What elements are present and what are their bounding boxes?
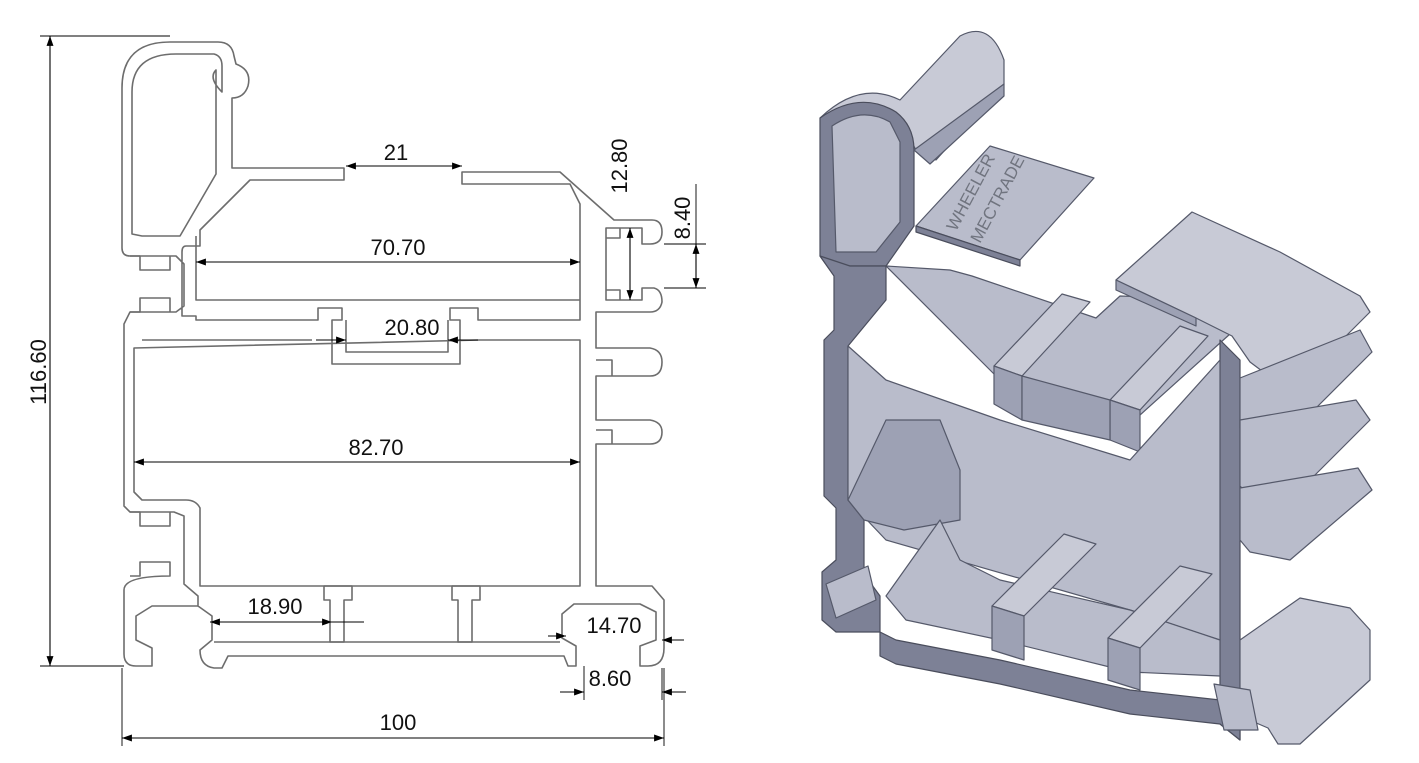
- lower-left-block: [847, 419, 961, 531]
- right-slot-top: [606, 228, 621, 300]
- overall-width-label: 100: [380, 710, 417, 735]
- right-slot-mid: [596, 359, 613, 444]
- right-slot-opening-label: 8.40: [670, 197, 695, 240]
- upper-chamber: [195, 236, 580, 301]
- right-wall: [1219, 339, 1241, 741]
- top-slot-height-label: 12.80: [607, 138, 632, 193]
- isometric-view: WHEELER MECTRADE: [819, 30, 1373, 745]
- engraved-shelf-edge: [915, 225, 1021, 267]
- base-front: [879, 631, 1241, 741]
- dimension-annotations: 116.60 100 21 12.80 8.40 70.70 20.80 82.…: [26, 35, 706, 746]
- top-gap-label: 21: [384, 140, 408, 165]
- bottom-right-slot-top: [1239, 597, 1371, 745]
- left-slot-lower: [123, 511, 198, 667]
- left-wall: [819, 255, 887, 633]
- channel-floor: [1021, 375, 1111, 441]
- bulb-side: [913, 83, 1005, 165]
- lower-inner-width-label: 82.70: [348, 435, 403, 460]
- right-roof-edge: [1115, 279, 1197, 327]
- bottom-slot-width-label: 14.70: [586, 613, 641, 638]
- center-channel-label: 20.80: [384, 315, 439, 340]
- bulb-cavity: [131, 53, 223, 237]
- bottom-slot-opening-label: 8.60: [589, 666, 632, 691]
- profile-outline: [121, 41, 665, 669]
- bottom-tbar-right: [451, 585, 481, 643]
- bulb-inner: [831, 114, 901, 253]
- bottom-left-slot-groove: [825, 565, 877, 619]
- center-channel: [345, 320, 449, 353]
- bottom-tbar-left: [323, 585, 353, 643]
- bottom-tbar-left-side: [991, 605, 1025, 661]
- left-slot-upper: [130, 255, 171, 313]
- upper-inner-width-label: 70.70: [370, 235, 425, 260]
- bottom-right-slot-groove: [1213, 683, 1259, 731]
- bottom-spacing-label: 18.90: [247, 594, 302, 619]
- section-view: [121, 41, 665, 669]
- main-chamber: [133, 339, 581, 587]
- channel-rib-left-side: [993, 365, 1023, 421]
- bottom-tbar-right-side: [1107, 637, 1141, 691]
- right-slot-lower: [1239, 467, 1373, 561]
- overall-height-label: 116.60: [26, 339, 51, 405]
